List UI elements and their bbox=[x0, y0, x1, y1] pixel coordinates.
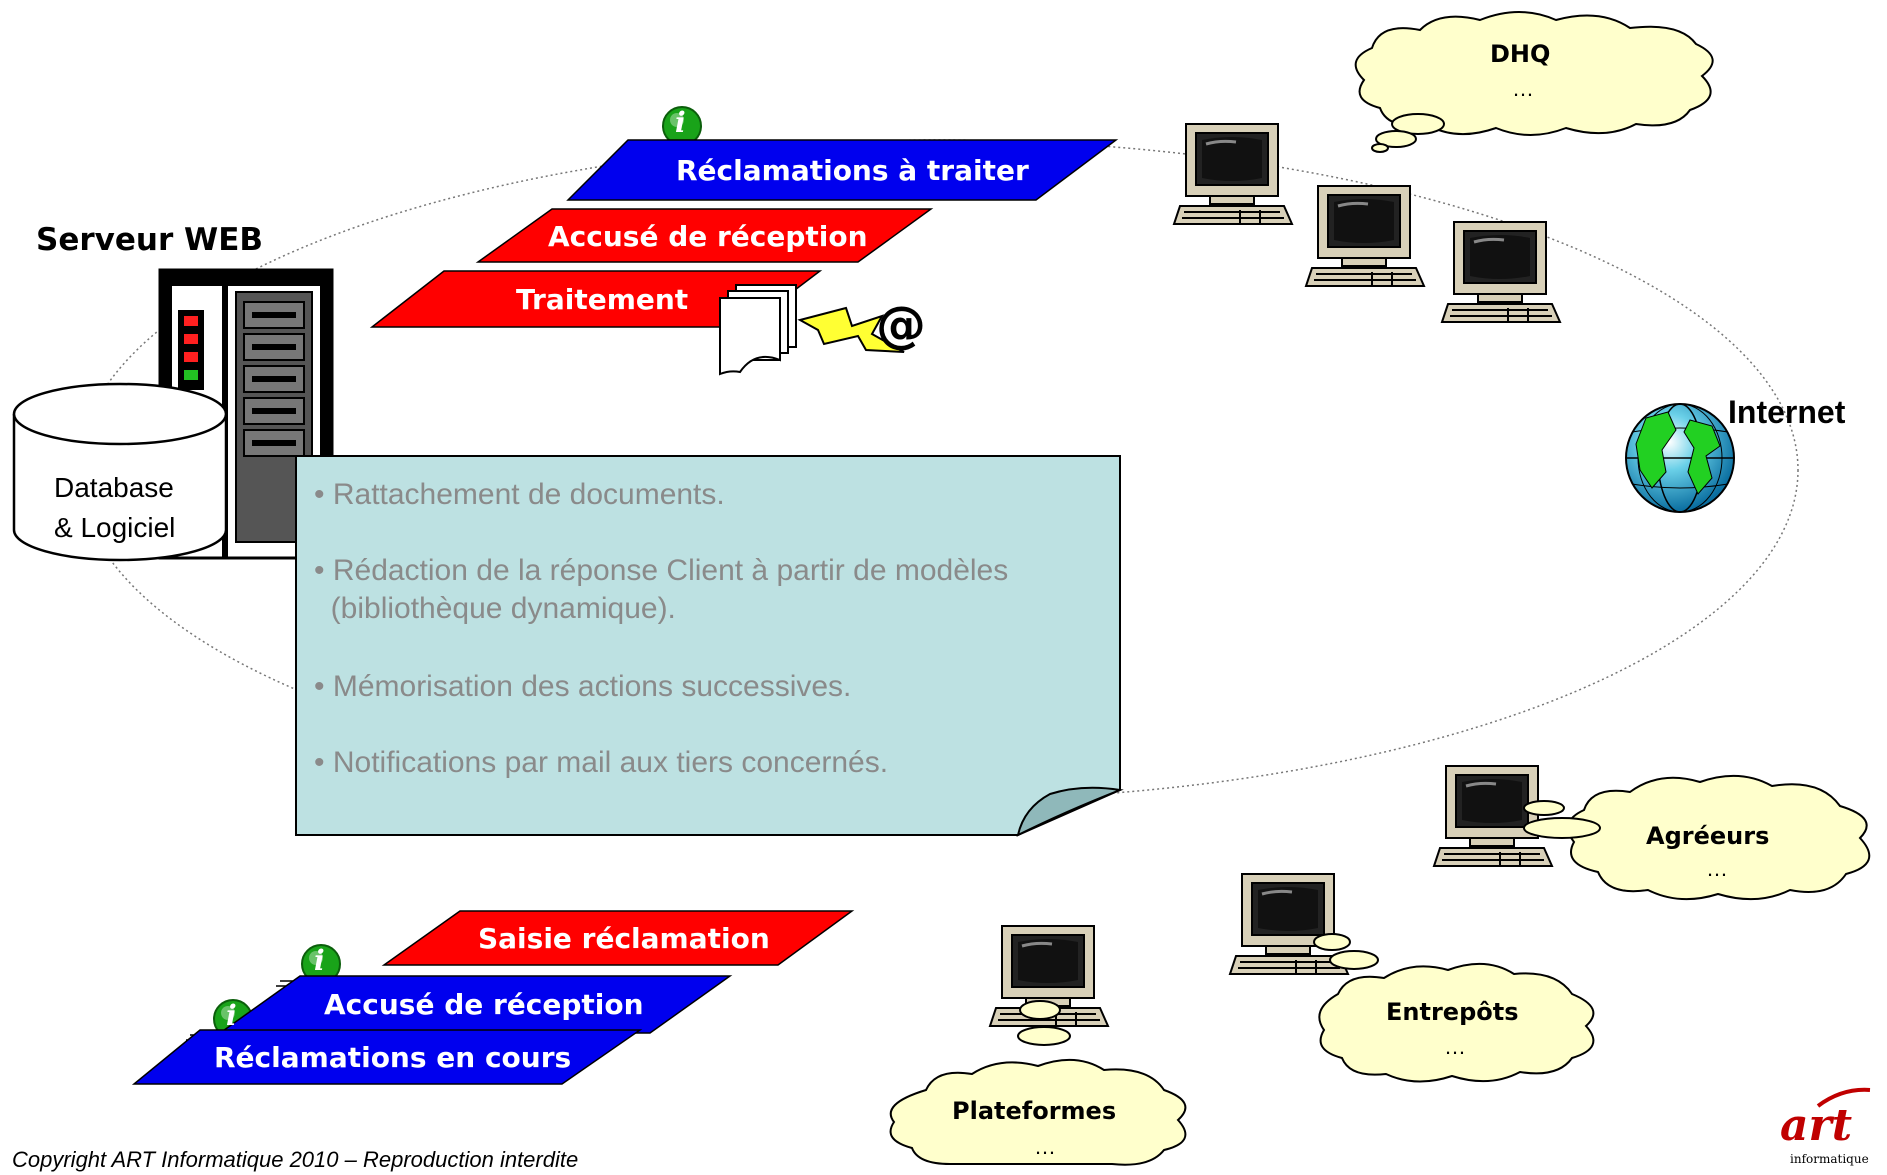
cloud-dhq-title: DHQ bbox=[1490, 40, 1551, 68]
internet-label: Internet bbox=[1728, 394, 1846, 430]
cloud-entrepots-title: Entrepôts bbox=[1386, 998, 1519, 1026]
logo-swoosh bbox=[1816, 1087, 1871, 1108]
logo-informatique: informatique bbox=[1790, 1152, 1869, 1166]
database-label-line2: & Logiciel bbox=[54, 512, 176, 543]
banner-accuse-bottom-label: Accusé de réception bbox=[324, 988, 644, 1021]
cloud-plateformes-title: Plateformes bbox=[952, 1097, 1117, 1125]
cloud-dhq bbox=[1354, 11, 1714, 153]
banner-accuse-bottom[interactable] bbox=[217, 975, 733, 1034]
banner-accuse-top[interactable] bbox=[475, 208, 934, 263]
cloud-plateformes bbox=[889, 1000, 1187, 1166]
database-icon bbox=[12, 382, 228, 562]
server-title: Serveur WEB bbox=[36, 222, 264, 258]
cloud-entrepots-sub: … bbox=[1444, 1034, 1466, 1059]
computer-icon-4 bbox=[1432, 764, 1554, 868]
banner-accuse-top-label: Accusé de réception bbox=[548, 220, 868, 253]
computer-icon-3 bbox=[1440, 220, 1562, 324]
email-at-icon: @ bbox=[876, 296, 926, 354]
cloud-agreeurs bbox=[1523, 774, 1871, 901]
logo-art: art bbox=[1780, 1100, 1853, 1151]
note-item-memorisation: • Mémorisation des actions successives. bbox=[314, 670, 852, 703]
cloud-entrepots bbox=[1313, 933, 1595, 1083]
banner-traitement-label: Traitement bbox=[516, 283, 689, 316]
globe-icon bbox=[1625, 403, 1735, 513]
computer-icon-1 bbox=[1172, 122, 1294, 226]
cloud-agreeurs-sub: … bbox=[1706, 856, 1728, 881]
note-item-notifications: • Notifications par mail aux tiers conce… bbox=[314, 746, 889, 779]
note-item-documents: • Rattachement de documents. bbox=[314, 478, 725, 511]
documents-icon bbox=[719, 284, 797, 376]
banner-saisie[interactable] bbox=[381, 910, 855, 966]
cloud-dhq-sub: … bbox=[1512, 76, 1534, 101]
note-item-redaction: • Rédaction de la réponse Client à parti… bbox=[314, 554, 1009, 587]
feature-note bbox=[295, 455, 1124, 837]
computer-icon-2 bbox=[1304, 184, 1426, 288]
note-item-redaction-cont: (bibliothèque dynamique). bbox=[314, 592, 676, 625]
info-icon-top-glyph: i bbox=[675, 106, 686, 139]
copyright-text: Copyright ART Informatique 2010 – Reprod… bbox=[12, 1147, 579, 1172]
info-icon-en-cours-glyph: i bbox=[226, 999, 237, 1032]
banner-saisie-label: Saisie réclamation bbox=[478, 922, 770, 955]
database-label-line1: Database bbox=[54, 472, 174, 503]
info-icon-accuse-bottom-glyph: i bbox=[314, 944, 325, 977]
cloud-agreeurs-title: Agréeurs bbox=[1646, 822, 1770, 850]
lightning-icon bbox=[797, 306, 905, 353]
banner-reclamations-a-traiter[interactable] bbox=[566, 139, 1119, 201]
banner-reclamations-a-traiter-label: Réclamations à traiter bbox=[676, 154, 1029, 187]
cloud-plateformes-sub: … bbox=[1034, 1134, 1056, 1159]
banner-en-cours[interactable] bbox=[131, 1029, 643, 1085]
banner-en-cours-label: Réclamations en cours bbox=[214, 1041, 572, 1074]
